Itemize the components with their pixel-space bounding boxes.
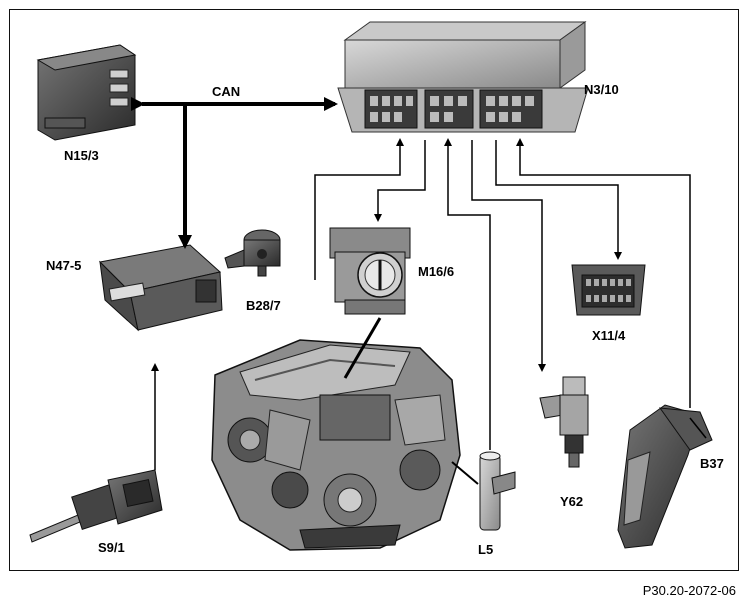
line-n3-10-to-x11-4 — [495, 140, 622, 260]
line-b28-7-to-n3-10 — [314, 138, 404, 280]
label-b37: B37 — [700, 456, 724, 471]
label-n3-10: N3/10 — [584, 82, 619, 97]
label-m16-6: M16/6 — [418, 264, 455, 279]
line-b37-to-n3-10 — [516, 138, 691, 408]
line-l5-to-n3-10 — [444, 138, 491, 450]
label-b28-7: B28/7 — [246, 298, 281, 313]
label-s9-1: S9/1 — [98, 540, 125, 555]
line-n3-10-to-y62 — [471, 140, 546, 372]
label-l5: L5 — [478, 542, 494, 557]
leader-m16-6 — [343, 317, 382, 379]
l5-sensor — [479, 451, 516, 531]
engine-illustration — [211, 339, 461, 551]
leader-b37 — [689, 417, 707, 439]
leader-l5 — [451, 461, 479, 485]
label-n47-5: N47-5 — [46, 258, 82, 273]
label-y62: Y62 — [560, 494, 584, 509]
m16-6-throttle-actuator — [329, 227, 411, 315]
n15-3-control-unit — [36, 44, 137, 141]
label-can: CAN — [212, 84, 241, 99]
line-n3-10-to-m16-6 — [374, 140, 426, 222]
y62-injector — [539, 376, 589, 468]
b28-7-sensor — [224, 229, 281, 277]
n3-10-control-unit — [337, 21, 589, 133]
label-n15-3: N15/3 — [64, 148, 99, 163]
s9-1-switch — [29, 469, 163, 543]
x11-4-connector — [571, 264, 646, 316]
document-reference: P30.20-2072-06 — [642, 583, 736, 598]
label-x11-4: X11/4 — [592, 328, 626, 343]
b37-pedal-sensor — [617, 404, 713, 549]
n47-5-control-unit — [98, 244, 223, 332]
diagram-frame — [9, 9, 739, 571]
